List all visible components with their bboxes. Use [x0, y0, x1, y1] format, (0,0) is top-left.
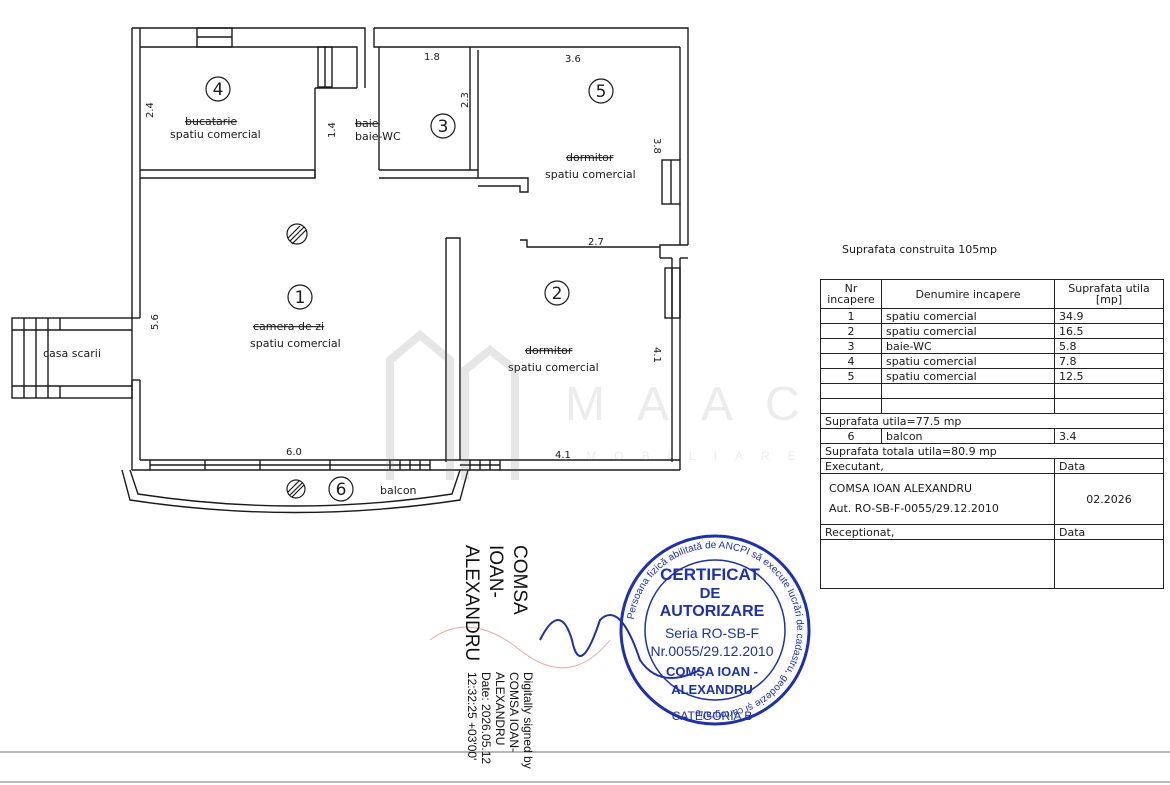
svg-text:2.7: 2.7 — [588, 237, 604, 248]
signature-meta-4: Date: 2026.05.12 — [479, 672, 493, 765]
date-label: Data — [1054, 458, 1164, 474]
signature-meta-5: 12:32:25 +03'00' — [465, 672, 479, 761]
executant-name: COMSA IOAN ALEXANDRU — [829, 482, 973, 495]
room-labels: bucatarie spatiu comercial baie baie-WC … — [43, 115, 636, 497]
signature-meta-3: ALEXANDRU — [493, 672, 507, 746]
svg-text:AUTORIZARE: AUTORIZARE — [660, 603, 765, 620]
room-5-new-name: spatiu comercial — [545, 168, 636, 181]
room-4-new-name: spatiu comercial — [170, 128, 261, 141]
chimney-icon — [286, 479, 306, 499]
date-label-2: Data — [1054, 524, 1164, 540]
svg-text:Nr.0055/29.12.2010: Nr.0055/29.12.2010 — [651, 643, 774, 659]
room-number-6: 6 — [336, 480, 347, 500]
svg-text:ALEXANDRU: ALEXANDRU — [671, 682, 753, 697]
useful-total: Suprafata utila=77.5 mp — [820, 413, 1164, 429]
signature-swoosh — [429, 626, 611, 669]
signature-name-line2: IOAN- — [485, 545, 506, 598]
svg-text:3.8: 3.8 — [651, 138, 662, 154]
room-number-4: 4 — [213, 80, 224, 100]
svg-text:DE: DE — [700, 585, 721, 602]
watermark-brand: MAAC — [565, 378, 800, 431]
signature-name-line3: ALEXANDRU — [461, 545, 482, 662]
room-numbers: 4 3 5 1 2 6 — [213, 80, 607, 500]
handwritten-signature — [539, 614, 701, 679]
authorization-stamp: Persoana fizică abilitată de ANCPI să ex… — [619, 534, 811, 726]
walls — [11, 27, 689, 514]
stair-label: casa scarii — [43, 347, 101, 360]
receptionat-label: Receptionat, — [820, 524, 1055, 540]
header-area: Suprafata utila [mp] — [1054, 279, 1164, 309]
authorization-number: Aut. RO-SB-F-0055/29.12.2010 — [829, 502, 999, 515]
svg-text:CATEGORIA B: CATEGORIA B — [672, 709, 752, 723]
room-5-old-name: dormitor — [566, 151, 614, 164]
signature-meta-1: Digitally signed by — [521, 672, 535, 769]
executant-label: Executant, — [820, 458, 1055, 474]
room-1-new-name: spatiu comercial — [250, 337, 341, 350]
date-value: 02.2026 — [1054, 473, 1164, 525]
room-6-name: balcon — [380, 484, 417, 497]
svg-text:2.3: 2.3 — [460, 92, 471, 108]
areas-table: Nr incapere Denumire incapere Suprafata … — [820, 279, 1164, 589]
svg-text:2.4: 2.4 — [145, 102, 156, 118]
grand-total: Suprafata totala utila=80.9 mp — [820, 443, 1164, 459]
signature-meta-2: COMSA IOAN- — [507, 672, 521, 753]
svg-text:4.1: 4.1 — [651, 347, 662, 363]
room-4-old-name: bucatarie — [185, 115, 237, 128]
svg-text:CERTIFICAT: CERTIFICAT — [660, 565, 760, 584]
svg-text:COMȘA IOAN -: COMȘA IOAN - — [666, 664, 758, 679]
room-2-old-name: dormitor — [525, 344, 573, 357]
room-markers — [205, 76, 614, 502]
vent-symbols — [286, 223, 308, 499]
room-3-old-name: baie — [355, 117, 379, 130]
dimension-labels: 2.4 1.8 2.3 1.4 3.6 3.8 2.7 5.6 4.1 6.0 … — [145, 52, 662, 461]
svg-text:4.1: 4.1 — [555, 450, 571, 461]
room-number-2: 2 — [552, 284, 563, 304]
svg-text:1.4: 1.4 — [327, 122, 338, 138]
room-1-old-name: camera de zi — [253, 320, 324, 333]
signature-name-line1: COMSA — [509, 545, 530, 615]
room-number-3: 3 — [438, 117, 449, 137]
room-2-new-name: spatiu comercial — [508, 361, 599, 374]
svg-text:6.0: 6.0 — [286, 447, 302, 458]
header-name: Denumire incapere — [881, 279, 1055, 309]
chimney-icon — [286, 223, 308, 245]
room-number-1: 1 — [295, 288, 306, 308]
svg-text:3.6: 3.6 — [565, 54, 581, 65]
watermark: MAAC IMOBILIARE — [380, 320, 800, 484]
watermark-sub: IMOBILIARE — [565, 449, 800, 463]
svg-text:1.8: 1.8 — [424, 52, 440, 63]
header-nr: Nr incapere — [820, 279, 882, 309]
room-number-5: 5 — [596, 82, 607, 102]
built-area: Suprafata construita 105mp — [842, 243, 997, 256]
svg-text:Seria RO-SB-F: Seria RO-SB-F — [665, 625, 759, 641]
svg-text:5.6: 5.6 — [150, 314, 161, 330]
room-3-new-name: baie-WC — [355, 130, 401, 143]
